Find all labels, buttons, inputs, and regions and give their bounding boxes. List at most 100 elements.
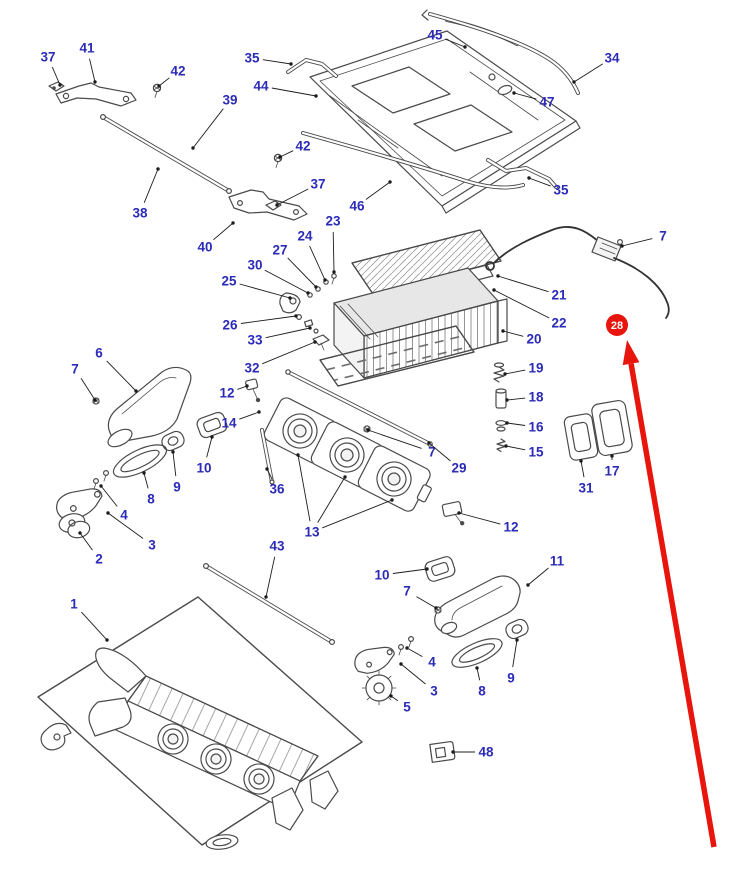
leader-line — [287, 257, 317, 288]
leader-line — [506, 422, 526, 426]
leader-endpoint-dot — [503, 372, 507, 376]
leader-line — [512, 639, 518, 668]
leader-endpoint-dot — [142, 471, 146, 475]
leader-endpoint-dot — [245, 384, 249, 388]
part-rod-39 — [99, 113, 233, 195]
leader-endpoint-dot — [306, 291, 310, 295]
part-strip-35-right — [486, 158, 558, 189]
leader-endpoint-dot — [527, 176, 531, 180]
part-label-37: 37 — [40, 50, 55, 65]
part-label-1: 1 — [70, 597, 78, 612]
leader-endpoint-dot — [515, 638, 519, 642]
part-grommet-9-right — [505, 618, 529, 640]
leader-endpoint-dot — [264, 595, 268, 599]
leader-line — [458, 512, 501, 525]
part-label-12: 12 — [219, 386, 234, 401]
leader-line — [271, 87, 317, 97]
leader-endpoint-dot — [156, 167, 160, 171]
part-label-27: 27 — [272, 243, 287, 258]
leader-line — [262, 341, 316, 365]
leader-line — [504, 369, 526, 375]
leader-endpoint-dot — [157, 84, 161, 88]
part-panel-21 — [351, 229, 502, 295]
leader-endpoint-dot — [289, 62, 293, 66]
part-assembled-unit-1 — [37, 596, 363, 850]
part-label-21: 21 — [551, 288, 567, 303]
leader-endpoint-dot — [427, 441, 431, 445]
leader-line — [106, 360, 137, 392]
leader-line — [513, 92, 537, 100]
part-label-41: 41 — [79, 41, 95, 56]
part-label-14: 14 — [221, 416, 237, 431]
part-grommet-10-left — [196, 411, 228, 439]
leader-line — [445, 38, 466, 48]
part-label-39: 39 — [222, 93, 237, 108]
part-label-22: 22 — [551, 316, 566, 331]
leader-endpoint-dot — [257, 410, 261, 414]
leader-endpoint-dot — [390, 498, 394, 502]
part-roof-panel-44 — [309, 30, 581, 214]
part-label-34: 34 — [604, 51, 620, 66]
leader-endpoint-dot — [93, 398, 97, 402]
leader-line — [502, 330, 524, 337]
part-frame-31 — [563, 413, 599, 461]
highlighted-part-badge[interactable]: 28 — [606, 314, 628, 336]
leader-endpoint-dot — [58, 83, 62, 87]
diagram-artwork — [37, 9, 670, 850]
part-rod-36 — [260, 428, 275, 485]
part-label-4: 4 — [428, 655, 436, 670]
leader-endpoint-dot — [93, 80, 97, 84]
leader-endpoint-dot — [314, 285, 318, 289]
leader-line — [51, 66, 61, 86]
part-screws-4-left — [92, 470, 109, 490]
leader-line — [573, 63, 603, 83]
part-label-45: 45 — [427, 28, 443, 43]
leader-line — [497, 275, 549, 293]
part-spring-15 — [496, 438, 506, 453]
part-label-33: 33 — [247, 333, 263, 348]
leader-endpoint-dot — [610, 454, 614, 458]
part-label-15: 15 — [528, 445, 544, 460]
part-label-9: 9 — [173, 480, 181, 495]
leader-line — [493, 289, 550, 319]
part-spring-19 — [493, 362, 505, 383]
leader-endpoint-dot — [451, 750, 455, 754]
leader-line — [400, 663, 426, 685]
part-label-16: 16 — [528, 420, 544, 435]
part-label-7: 7 — [403, 584, 411, 599]
leader-line — [79, 532, 93, 551]
leader-line — [239, 283, 291, 299]
leader-endpoint-dot — [492, 288, 496, 292]
part-blower-assembly-13 — [263, 397, 432, 512]
leader-endpoint-dot — [512, 91, 516, 95]
leader-endpoint-dot — [278, 155, 282, 159]
leader-line — [265, 556, 276, 598]
part-clip-37-left — [48, 81, 65, 92]
leader-line — [265, 327, 311, 339]
leader-endpoint-dot — [308, 326, 312, 330]
part-slotted-tray — [319, 325, 475, 387]
part-label-4: 4 — [120, 508, 128, 523]
leader-endpoint-dot — [275, 203, 279, 207]
leader-line — [262, 59, 292, 65]
part-strip-46 — [301, 131, 525, 190]
part-label-10: 10 — [374, 568, 389, 583]
part-seal-8-left — [112, 444, 168, 478]
part-label-44: 44 — [253, 79, 269, 94]
leader-line — [406, 647, 423, 657]
leader-endpoint-dot — [620, 244, 624, 248]
leader-line — [322, 499, 393, 529]
leader-line — [279, 150, 294, 158]
leader-endpoint-dot — [572, 80, 576, 84]
leader-endpoint-dot — [434, 606, 438, 610]
part-rod-43 — [203, 562, 336, 645]
part-label-9: 9 — [507, 671, 515, 686]
leader-line — [428, 442, 451, 462]
leader-endpoint-dot — [399, 662, 403, 666]
leader-line — [240, 315, 297, 324]
part-label-7: 7 — [428, 445, 436, 460]
part-label-20: 20 — [526, 332, 541, 347]
leader-endpoint-dot — [323, 278, 327, 282]
leader-line — [206, 436, 213, 458]
